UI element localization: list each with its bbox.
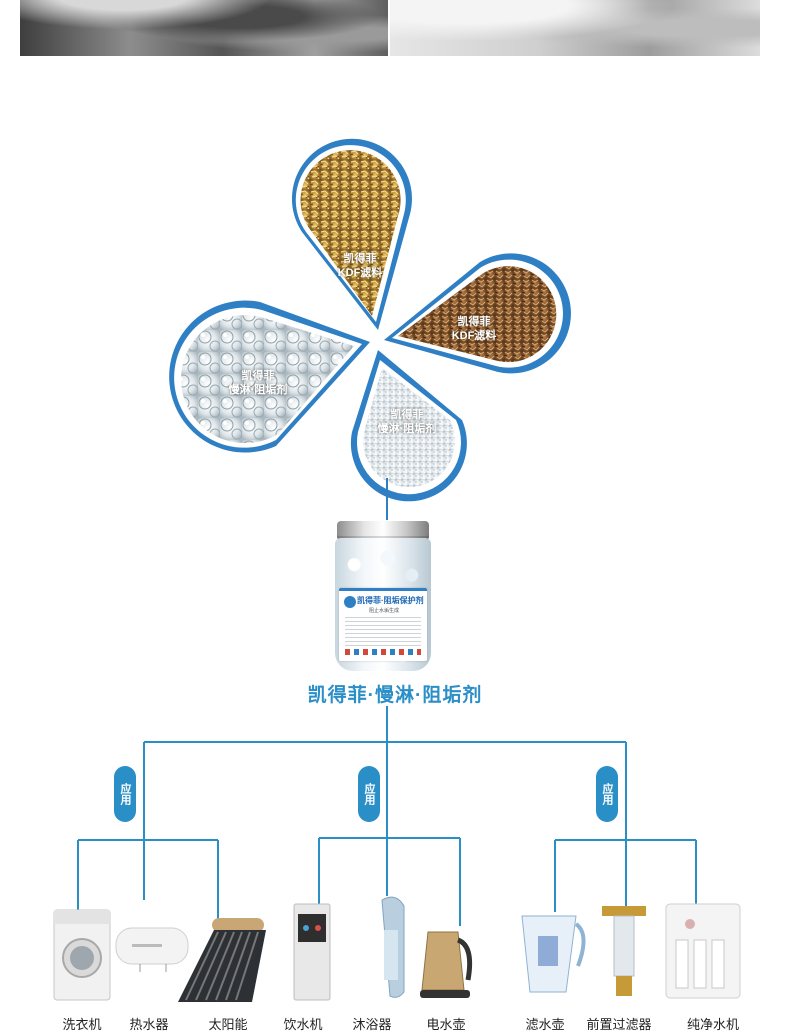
- jar-body: 凯得菲·阻垢保护剂 阻止水垢生成: [335, 538, 431, 671]
- people-photo-right: [390, 0, 760, 56]
- petal-right-label: 凯得菲 KDF滤料: [414, 315, 534, 343]
- appliance-label: 饮水机: [283, 1017, 323, 1032]
- appliance-label: 前置过滤器: [586, 1017, 652, 1032]
- jar-label-text-lines: [345, 617, 421, 647]
- jar-label-subtitle: 阻止水垢生成: [369, 608, 400, 614]
- shower-head-icon: [381, 896, 405, 998]
- people-photo-left: [20, 0, 388, 56]
- petal-bottom-label: 凯得菲 慢淋·阻垢剂: [347, 408, 467, 436]
- jar-label-title: 凯得菲·阻垢保护剂: [357, 596, 424, 605]
- petal-top-label: 凯得菲 KDF滤料: [300, 252, 420, 280]
- appliance-label: 洗衣机: [62, 1017, 102, 1032]
- badge-application-middle: 应用: [358, 766, 380, 822]
- jar-lid: [337, 521, 429, 539]
- top-photo-strip: [20, 0, 760, 56]
- washing-machine-icon: [53, 909, 111, 1001]
- petal-bottom-line1: 凯得菲: [390, 409, 424, 421]
- appliance-label: 热水器: [129, 1017, 169, 1032]
- appliance-label: 沐浴器: [352, 1017, 392, 1032]
- petal-left-line2: 慢淋·阻垢剂: [228, 384, 288, 396]
- filter-media-petals: [169, 138, 571, 520]
- petal-left-line1: 凯得菲: [241, 370, 275, 382]
- petal-bottom-crystal: [350, 350, 467, 502]
- water-heater-icon: [115, 927, 189, 972]
- product-title: 凯得菲·慢淋·阻垢剂: [307, 685, 483, 706]
- petal-left-label: 凯得菲 慢淋·阻垢剂: [198, 369, 318, 397]
- petal-right-line1: 凯得菲: [457, 316, 491, 328]
- jar-label: 凯得菲·阻垢保护剂 阻止水垢生成: [339, 588, 427, 661]
- water-dispenser-icon: [293, 903, 331, 1001]
- petal-top-line2: KDF滤料: [337, 267, 383, 279]
- petal-right-line2: KDF滤料: [451, 330, 497, 342]
- filter-pitcher-icon: [521, 915, 586, 993]
- appliance-label: 纯净水机: [686, 1017, 739, 1032]
- appliance-label: 太阳能: [208, 1017, 248, 1032]
- ro-water-purifier-icon: [665, 903, 741, 999]
- appliance-label: 电水壶: [426, 1017, 466, 1032]
- brand-logo-icon: [344, 596, 356, 608]
- pre-filter-icon: [602, 906, 646, 996]
- petal-top-line1: 凯得菲: [343, 253, 377, 265]
- badge-application-right: 应用: [596, 766, 618, 822]
- petal-top-gold: [291, 138, 412, 330]
- electric-kettle-icon: [420, 931, 473, 998]
- petal-bottom-line2: 慢淋·阻垢剂: [377, 423, 437, 435]
- badge-application-left: 应用: [114, 766, 136, 822]
- solar-water-heater-icon: [178, 918, 266, 1002]
- jar-label-cert-icons: [345, 649, 421, 655]
- petal-right-brown: [384, 253, 571, 374]
- petal-left-glass: [169, 300, 370, 453]
- product-jar: 凯得菲·阻垢保护剂 阻止水垢生成: [335, 521, 431, 671]
- appliance-label: 滤水壶: [525, 1017, 565, 1032]
